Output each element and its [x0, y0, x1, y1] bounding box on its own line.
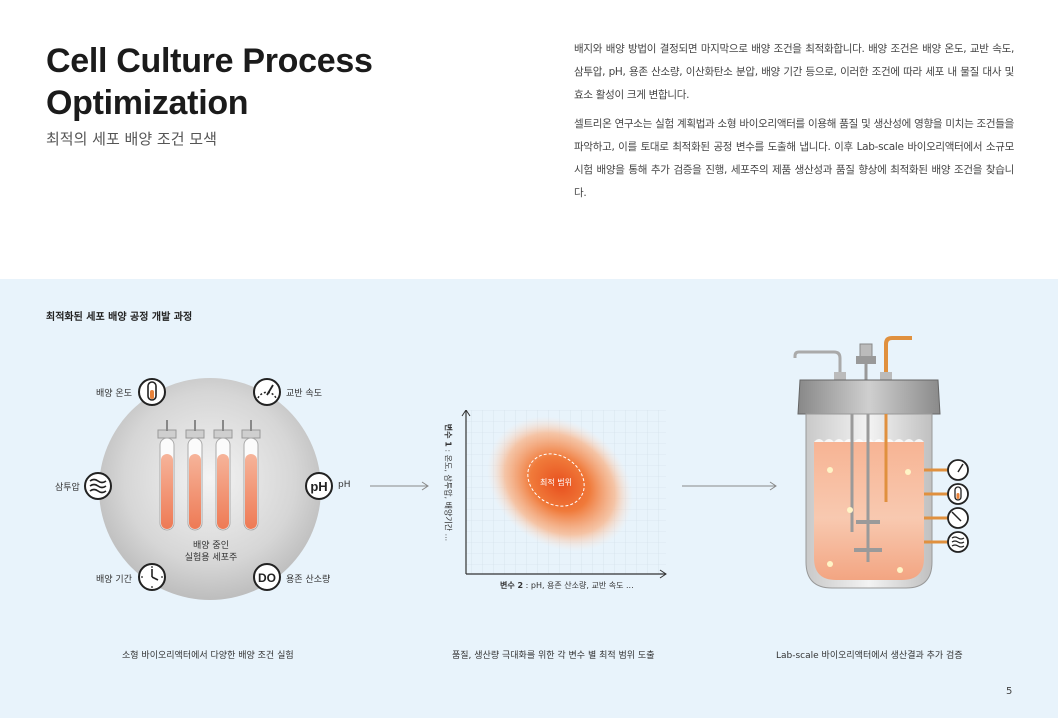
step1-illustration: pH DO: [84, 378, 333, 600]
label-temperature: 배양 온도: [96, 389, 132, 399]
label-duration: 배양 기간: [96, 575, 132, 585]
optimal-range-label: 최적 범위: [540, 478, 572, 487]
thermometer-icon: [138, 378, 166, 406]
optimal-range-boundary: [527, 453, 585, 507]
optimal-range-plot: [461, 410, 667, 579]
intro-paragraph-1: 배지와 배양 방법이 결정되면 마지막으로 배양 조건을 최적화합니다. 배양 …: [574, 43, 1014, 101]
test-tubes: [157, 420, 261, 531]
title-line-2: Optimization: [46, 84, 249, 122]
page-title: Cell Culture Process Optimization: [46, 40, 446, 124]
thermometer-icon: [947, 483, 969, 505]
arrow-right-icon: [682, 481, 777, 491]
gauge-icon: [253, 378, 281, 406]
step3-caption: Lab-scale 바이오리액터에서 생산결과 추가 검증: [776, 651, 963, 661]
culture-center-label-line1: 배양 중인: [193, 541, 229, 551]
title-line-1: Cell Culture Process: [46, 42, 373, 80]
page-number: 5: [1006, 686, 1013, 697]
ph-icon: pH: [305, 472, 333, 500]
label-osmolality: 삼투압: [55, 483, 80, 493]
label-ph: pH: [338, 480, 351, 490]
ph-icon-text: pH: [310, 479, 327, 494]
label-agitation: 교반 속도: [286, 389, 322, 399]
x-axis-label: 변수 2 : pH, 용존 산소량, 교반 속도 ...: [500, 580, 634, 591]
do-icon-text: DO: [258, 571, 276, 585]
bioreactor-illustration: [793, 336, 969, 589]
arrow-right-icon: [370, 481, 429, 491]
clock-icon: [138, 563, 166, 591]
label-dissolved-oxygen: 용존 산소량: [286, 575, 331, 585]
gauge-icon: [947, 507, 969, 529]
y-axis-label-rest: : 온도, 삼투압, 배양기간 ...: [443, 446, 453, 542]
page-subtitle: 최적의 세포 배양 조건 모색: [46, 130, 217, 148]
intro-text: 배지와 배양 방법이 결정되면 마지막으로 배양 조건을 최적화합니다. 배양 …: [574, 38, 1014, 211]
waves-icon: [84, 472, 112, 500]
step1-caption: 소형 바이오리액터에서 다양한 배양 조건 실험: [122, 651, 294, 661]
waves-icon: [947, 531, 969, 553]
diagram-section-title: 최적화된 세포 배양 공정 개발 과정: [46, 312, 193, 323]
y-axis-label: 변수 1 : 온도, 삼투압, 배양기간 ...: [443, 423, 454, 543]
x-axis-label-bold: 변수 2: [500, 581, 524, 590]
intro-paragraph-2: 셀트리온 연구소는 실험 계획법과 소형 바이오리액터를 이용해 품질 및 생산…: [574, 118, 1014, 199]
culture-sphere: [99, 378, 321, 600]
step2-caption: 품질, 생산량 극대화를 위한 각 변수 별 최적 범위 도출: [452, 651, 655, 661]
y-axis-label-bold: 변수 1: [443, 423, 453, 447]
bioreactor-lid: [797, 379, 941, 415]
optimal-range-blob: [486, 416, 634, 552]
x-axis-label-rest: : pH, 용존 산소량, 교반 속도 ...: [523, 581, 634, 590]
culture-center-label-line2: 실험용 세포주: [184, 553, 238, 563]
culture-center-label: 배양 중인 실험용 세포주: [176, 540, 246, 564]
do-icon: DO: [253, 563, 281, 591]
gauge-icon: [947, 459, 969, 481]
